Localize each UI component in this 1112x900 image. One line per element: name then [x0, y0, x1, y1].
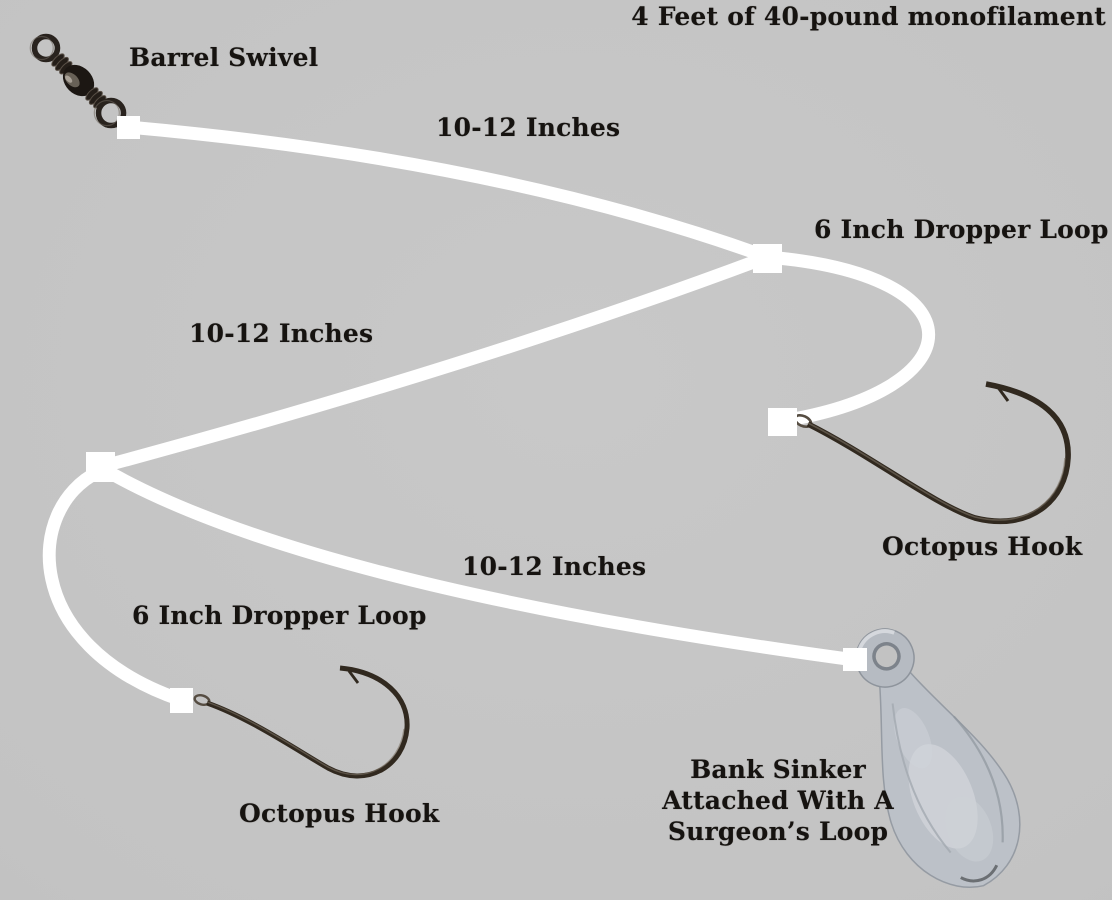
barrel-swivel-illustration [29, 33, 127, 129]
swivel-coil-top [51, 53, 73, 75]
sinker-bottom-edge [960, 864, 999, 883]
segment-3-label: 10-12 Inches [462, 552, 647, 581]
knot-node-swivel [117, 116, 140, 139]
hook-barb [347, 670, 360, 684]
knot-node-dropper-top [753, 244, 782, 273]
segment-1-label: 10-12 Inches [436, 113, 621, 142]
octopus-hook-bottom-illustration [193, 665, 410, 779]
dropper-loop-top-label: 6 Inch Dropper Loop [814, 215, 1109, 244]
bank-sinker-label: Bank Sinker Attached With A Surgeon’s Lo… [627, 754, 929, 847]
line-segment-loop2-to-sinker [93, 460, 862, 667]
segment-2-label: 10-12 Inches [189, 319, 374, 348]
dropper-loop-bottom-line [42, 465, 188, 707]
line-segment-loop1-to-loop2 [93, 250, 774, 474]
barrel-swivel-label: Barrel Swivel [129, 43, 319, 72]
bank-sinker-label-line1: Bank Sinker [690, 755, 866, 784]
bank-sinker-illustration [855, 628, 1021, 888]
monofilament-title: 4 Feet of 40-pound monofilament [631, 2, 1106, 31]
knot-node-hook-bottom [170, 688, 193, 713]
sinker-eye-hole [872, 642, 901, 671]
hook-barb [995, 385, 1010, 402]
knot-nodes [86, 116, 867, 713]
line-segment-swivel-to-loop1 [121, 120, 774, 264]
bank-sinker-label-line2: Attached With A [662, 786, 894, 815]
knot-node-sinker [843, 648, 867, 671]
octopus-hook-top-label: Octopus Hook [882, 532, 1083, 561]
dropper-loop-top-line [760, 250, 936, 428]
octopus-hook-bottom-label: Octopus Hook [239, 799, 440, 828]
dropper-loop-bottom-label: 6 Inch Dropper Loop [132, 601, 427, 630]
rig-line [42, 120, 936, 707]
bank-sinker-label-line3: Surgeon’s Loop [667, 817, 889, 846]
knot-node-hook-top [768, 408, 797, 436]
knot-node-dropper-bottom [86, 452, 115, 482]
